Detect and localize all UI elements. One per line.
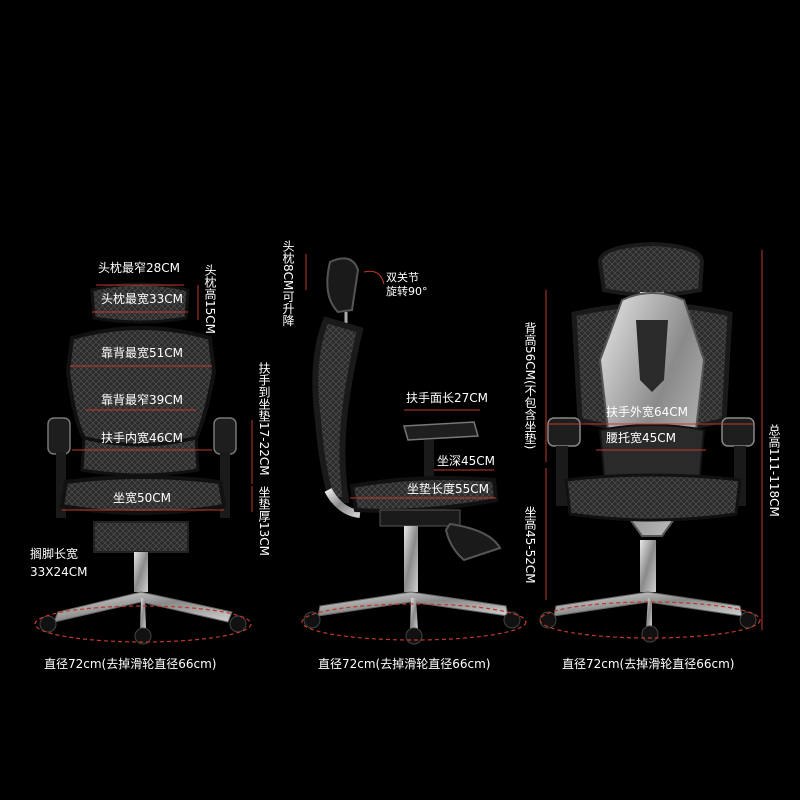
- label-headrest-wide: 头枕最宽33CM: [101, 292, 184, 306]
- front-left-armrest: [47, 417, 71, 455]
- front-chair: [34, 282, 253, 645]
- back-left-armrest: [547, 417, 581, 447]
- label-armrest-length: 扶手面长27CM: [406, 391, 489, 405]
- side-chair: [301, 254, 527, 645]
- label-side-diameter: 直径72cm(去掉滑轮直径66cm): [318, 657, 491, 671]
- label-front-diameter: 直径72cm(去掉滑轮直径66cm): [44, 657, 217, 671]
- front-footrest: [93, 521, 189, 553]
- side-backrest: [312, 316, 364, 503]
- back-chair: [539, 241, 763, 643]
- label-lumbar-width: 腰托宽45CM: [606, 431, 677, 445]
- label-back-diameter: 直径72cm(去掉滑轮直径66cm): [562, 657, 735, 671]
- label-joint-line2: 旋转90°: [386, 285, 428, 298]
- label-footrest-line2: 33X24CM: [30, 565, 88, 579]
- label-armrest-inner: 扶手内宽46CM: [101, 431, 184, 445]
- side-headrest: [326, 257, 360, 314]
- label-seat-height: 坐高45-52CM: [523, 506, 537, 584]
- back-headrest: [597, 241, 705, 297]
- label-back-wide: 靠背最宽51CM: [101, 346, 184, 360]
- label-seat-length: 坐垫长度55CM: [407, 482, 490, 496]
- label-back-narrow: 靠背最窄39CM: [101, 393, 184, 407]
- label-arm-to-seat: 扶手到坐垫17-22CM: [257, 362, 271, 476]
- label-seat-width: 坐宽50CM: [113, 491, 172, 505]
- back-right-armrest: [721, 417, 755, 447]
- label-footrest-line1: 搁脚长宽: [30, 547, 79, 561]
- label-joint-line1: 双关节: [386, 271, 419, 284]
- side-armrest: [403, 421, 479, 441]
- label-headrest-height: 头枕高15CM: [203, 264, 217, 335]
- label-back-height: 背高56CM(不包含坐垫): [523, 322, 537, 450]
- label-total-height: 总高111-118CM: [767, 424, 781, 517]
- front-right-armrest: [213, 417, 237, 455]
- label-armrest-outer: 扶手外宽64CM: [606, 405, 689, 419]
- side-footrest: [444, 522, 502, 562]
- label-headrest-lift: 头枕8CM可升降: [281, 240, 295, 327]
- label-seat-depth: 坐深45CM: [437, 454, 496, 468]
- label-headrest-narrow: 头枕最窄28CM: [98, 261, 181, 275]
- front-seat: [59, 475, 227, 515]
- label-seat-thickness: 坐垫厚13CM: [257, 486, 271, 557]
